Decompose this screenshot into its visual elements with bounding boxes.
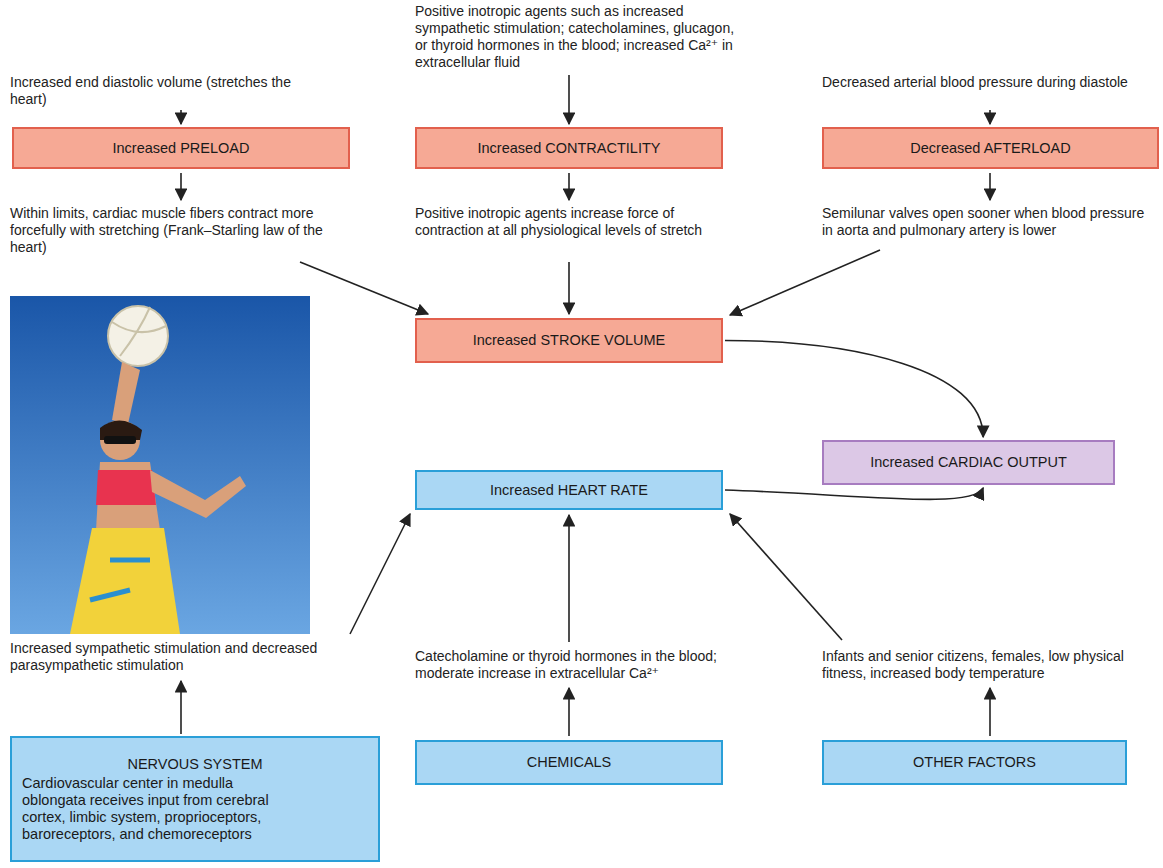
box-heading: CHEMICALS (527, 754, 612, 771)
arrow (180, 110, 182, 124)
annotation-text: Increased end diastolic volume (stretche… (10, 74, 310, 108)
ball-seams (112, 307, 166, 356)
output-box: Increased CARDIAC OUTPUT (822, 440, 1115, 485)
annotation-text: Semilunar valves open sooner when blood … (822, 205, 1152, 239)
result-box: Increased STROKE VOLUME (415, 318, 723, 363)
curved-connector (725, 341, 983, 438)
factor-box: Decreased AFTERLOAD (822, 127, 1159, 169)
result-box: Increased HEART RATE (415, 470, 723, 510)
arrow (350, 514, 410, 634)
annotation-text: Increased sympathetic stimulation and de… (10, 640, 340, 674)
arrow (180, 681, 182, 734)
box-heading: Decreased AFTERLOAD (910, 140, 1070, 157)
raised-arm (112, 362, 140, 424)
factor-box: Increased PRELOAD (12, 127, 350, 169)
box-heading: Increased CONTRACTILITY (478, 140, 661, 157)
annotation-text: Decreased arterial blood pressure during… (822, 74, 1142, 91)
arrow (300, 262, 428, 314)
arrow (730, 514, 842, 640)
arrows (181, 75, 990, 736)
annotation-text: Catecholamine or thyroid hormones in the… (415, 648, 725, 682)
source-box: CHEMICALS (415, 740, 723, 785)
shorts (70, 528, 180, 634)
arrow (568, 688, 570, 736)
sunglasses (104, 436, 136, 444)
box-heading: Increased PRELOAD (112, 140, 249, 157)
annotation-text: Positive inotropic agents such as increa… (415, 3, 745, 71)
box-heading: OTHER FACTORS (913, 754, 1036, 771)
shorts-pattern (90, 560, 150, 600)
curved-connector (725, 488, 983, 499)
arrow (568, 173, 570, 200)
annotation-text: Infants and senior citizens, females, lo… (822, 648, 1152, 682)
arrow (989, 173, 991, 200)
box-body: Cardiovascular center in medulla oblonga… (22, 775, 272, 843)
sky-background (10, 296, 310, 634)
arrow (989, 688, 991, 736)
arrow (568, 515, 570, 642)
arrow (180, 173, 182, 200)
lower-arm (150, 470, 246, 518)
arrow (730, 250, 880, 315)
athlete-photo (10, 296, 310, 634)
top (96, 470, 156, 505)
arrow (568, 262, 570, 314)
volleyball (108, 306, 168, 366)
arrow (568, 75, 570, 124)
box-heading: Increased STROKE VOLUME (473, 332, 666, 349)
annotation-text: Within limits, cardiac muscle fibers con… (10, 205, 355, 256)
box-heading: Increased HEART RATE (490, 482, 648, 499)
source-box: OTHER FACTORS (822, 740, 1127, 785)
source-box: NERVOUS SYSTEM Cardiovascular center in m… (10, 736, 380, 862)
factor-box: Increased CONTRACTILITY (415, 127, 723, 169)
annotation-text: Positive inotropic agents increase force… (415, 205, 735, 239)
arrow (989, 110, 991, 124)
box-heading: Increased CARDIAC OUTPUT (870, 454, 1067, 471)
box-heading: NERVOUS SYSTEM (127, 756, 262, 773)
